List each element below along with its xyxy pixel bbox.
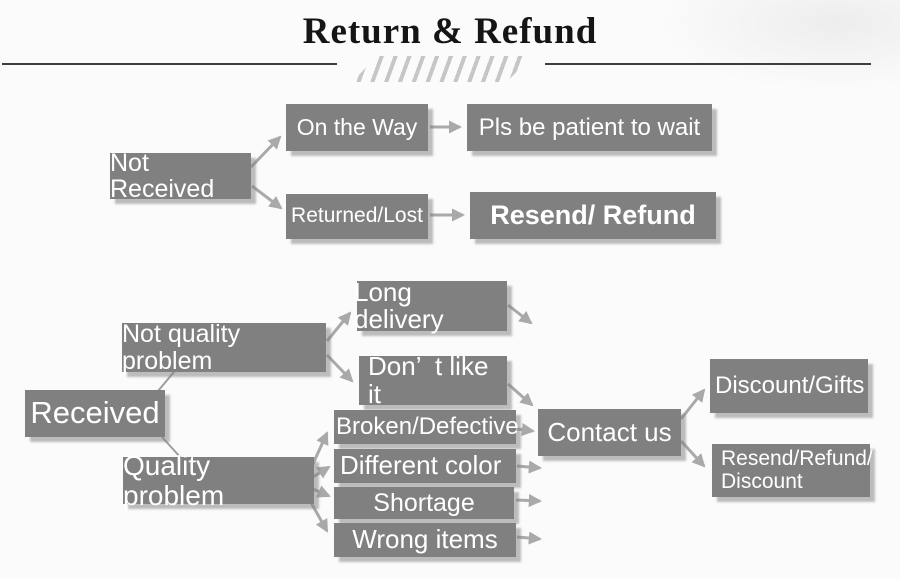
diagram-title: Return & Refund (302, 11, 598, 52)
node-label: Resend/Refund/ Discount (721, 447, 873, 493)
edge-dont-like-to-contact (507, 382, 534, 407)
node-shortage: Shortage (334, 487, 514, 519)
edge-not-quality-to-dont-like (325, 353, 354, 383)
node-label: Not quality problem (122, 320, 241, 375)
edge-diff-color-out (516, 460, 542, 474)
node-broken-defective: Broken/Defective (334, 410, 519, 444)
edge-not-received-to-on-the-way (249, 135, 282, 169)
edge-contact-to-discount-gifts (679, 388, 706, 420)
node-not-quality-problem: Not quality problem (122, 320, 326, 375)
edge-quality-to-broken (310, 431, 329, 467)
edge-received-to-not-quality (157, 371, 175, 392)
node-label: Long delivery (354, 276, 444, 334)
edge-long-delivery-out (507, 303, 533, 325)
node-quality-problem: Quality problem (123, 451, 314, 510)
title-rule-right (545, 63, 871, 65)
node-different-color: Different color (334, 449, 516, 483)
node-not-received: Not Received (110, 150, 251, 202)
node-label: Shortage (373, 488, 475, 517)
node-resend-refund: Resend/ Refund (470, 192, 716, 239)
node-label: Don’ t like it (368, 351, 496, 409)
node-label: Broken/Defective (336, 413, 519, 441)
node-dont-like-it: Don’ t like it (359, 351, 507, 409)
hatch-decoration (352, 56, 532, 82)
edge-quality-to-wrong-items (307, 498, 329, 533)
node-label: Different color (340, 450, 502, 481)
node-label: Quality problem (123, 450, 225, 511)
node-resend-refund-discount: Resend/Refund/ Discount (712, 444, 873, 497)
edge-wrong-items-out (516, 531, 542, 545)
node-label: Discount/Gifts (715, 372, 865, 400)
edge-received-to-quality (161, 436, 182, 459)
node-label: Not Received (110, 148, 215, 203)
node-contact-us: Contact us (538, 409, 681, 456)
edge-broken-to-contact (516, 423, 535, 437)
title-rule-left (2, 63, 337, 65)
node-label: Returned/Lost (291, 204, 423, 228)
edge-quality-to-shortage (312, 485, 331, 498)
edge-contact-to-resend-discount (679, 439, 706, 468)
node-label: On the Way (296, 114, 418, 141)
edge-not-received-to-returned-lost (251, 184, 283, 210)
node-discount-gifts: Discount/Gifts (710, 359, 868, 413)
node-label: Pls be patient to wait (478, 113, 701, 141)
node-on-the-way: On the Way (286, 104, 428, 151)
node-long-delivery: Long delivery (354, 276, 507, 334)
node-returned-lost: Returned/Lost (286, 194, 428, 239)
node-label: Wrong items (352, 524, 498, 555)
node-label: Contact us (547, 416, 672, 447)
edge-shortage-out (515, 493, 542, 508)
node-label: Resend/ Refund (490, 200, 696, 231)
edge-not-quality-to-long-delivery (325, 311, 352, 342)
edge-quality-to-diff-color (312, 465, 331, 479)
node-received: Received (25, 390, 165, 437)
node-label: Received (30, 395, 160, 431)
node-wrong-items: Wrong items (334, 523, 516, 557)
node-pls-be-patient: Pls be patient to wait (467, 104, 712, 151)
